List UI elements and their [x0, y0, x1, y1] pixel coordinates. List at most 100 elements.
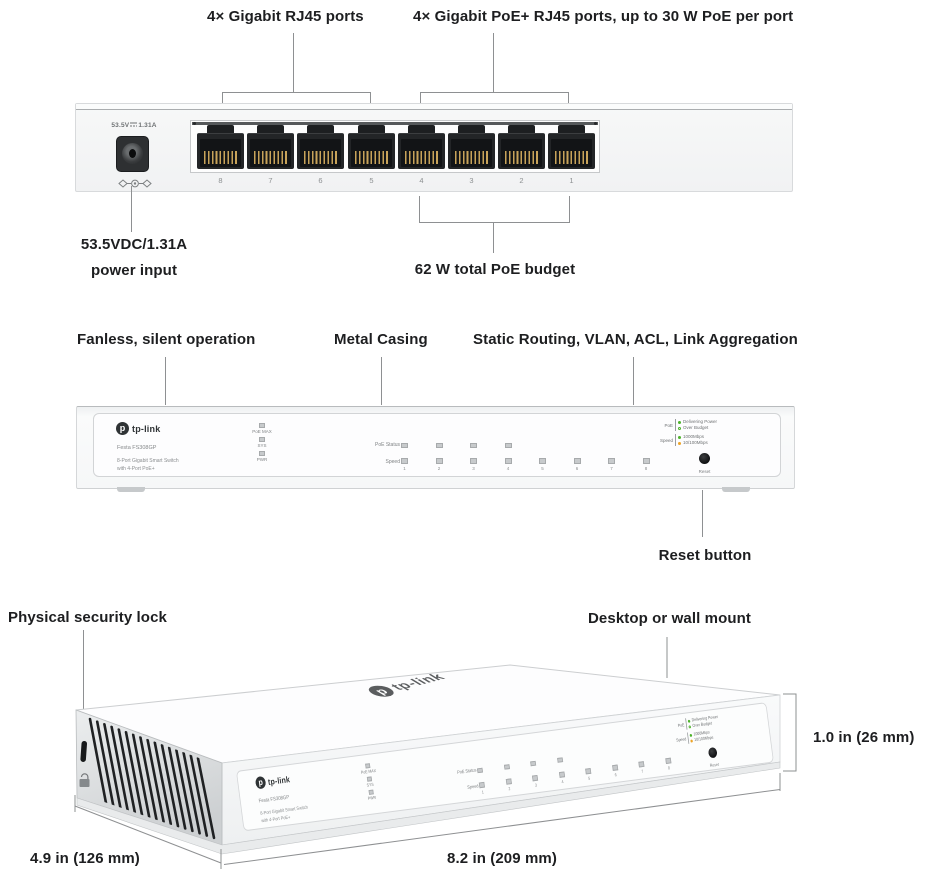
front-port-number: 6	[614, 772, 617, 778]
front-port-number: 3	[534, 782, 538, 788]
power-rating-label: 53.5V 1.31A	[94, 121, 174, 129]
leader-line-power	[131, 186, 132, 232]
legend-delivering: Delivering Power	[683, 419, 718, 424]
front-port-number: 5	[541, 466, 544, 471]
label-dim-height: 1.0 in (26 mm)	[813, 729, 915, 746]
rubber-foot	[722, 487, 750, 492]
rear-lid-edge	[76, 104, 792, 110]
poe-status-led	[504, 442, 512, 448]
speed-row-label: Speed	[466, 783, 479, 791]
poe-status-led	[503, 763, 510, 770]
rj45-port-3	[448, 125, 495, 169]
label-reset-button: Reset button	[658, 547, 752, 564]
pwr-label: PWR	[256, 457, 268, 462]
speed-led	[539, 458, 546, 464]
legend-overbudget: Over Budget	[683, 425, 709, 430]
rj45-port-8	[197, 125, 244, 169]
rubber-foot	[117, 487, 145, 492]
rear-port-number: 2	[519, 176, 524, 185]
front-panel: p tp-link Festa FS308GP 8-Port Gigabit S…	[93, 413, 781, 477]
screw-dot	[594, 122, 597, 125]
sys-led	[259, 437, 265, 442]
model-subtitle-1: 8-Port Gigabit Smart Switch	[117, 458, 179, 464]
poe-status-led	[556, 756, 563, 763]
dim-height-bracket	[783, 693, 797, 772]
brand-text: tp-link	[132, 423, 161, 434]
jack-hole	[129, 149, 136, 158]
dim-depth-line	[74, 805, 222, 864]
rear-port-number: 7	[268, 176, 273, 185]
legend-speed-label: Speed	[659, 437, 673, 443]
leader-line-reset	[702, 490, 703, 537]
green-led-icon	[678, 435, 681, 439]
model-name: Festa FS308GP	[117, 445, 157, 451]
dim-width-line	[223, 789, 781, 865]
rj45-port-4	[398, 125, 445, 169]
legend-10100: 10/100Mbps	[683, 440, 708, 445]
jack-ring	[122, 143, 143, 164]
yellow-led-icon	[690, 739, 693, 743]
system-led-column: PoE MAX SYS PWR	[352, 762, 388, 806]
poe-status-led	[401, 442, 408, 448]
label-wall-mount: Desktop or wall mount	[588, 610, 751, 627]
front-port-number: 1	[403, 466, 406, 471]
rj45-port-6	[297, 125, 344, 169]
poe-status-led	[530, 760, 537, 767]
poe-status-row-label: PoE Status	[456, 767, 477, 776]
leader-line	[493, 33, 494, 92]
rj45-port-5	[348, 125, 395, 169]
blink-green-led-icon	[688, 724, 692, 729]
front-port-number: 6	[575, 466, 579, 471]
legend-poe-label: PoE	[677, 721, 685, 728]
front-port-number: 8	[667, 765, 671, 771]
polarity-icon	[118, 179, 152, 188]
label-power-line1: 53.5VDC/1.31A	[80, 236, 188, 253]
label-security-lock: Physical security lock	[8, 609, 167, 626]
poe-status-led	[476, 767, 483, 774]
speed-led	[470, 458, 477, 464]
kensington-lock-slot	[80, 740, 88, 762]
yellow-led-icon	[678, 441, 681, 445]
label-dim-depth: 4.9 in (126 mm)	[30, 850, 140, 867]
tp-link-logo: p tp-link	[254, 773, 291, 790]
tp-link-logo-icon: p	[254, 775, 267, 790]
screw-dot	[193, 122, 196, 125]
rear-port-number: 3	[469, 176, 474, 185]
label-metal-casing: Metal Casing	[334, 331, 428, 348]
leader-line	[493, 222, 494, 253]
rj45-port-7	[247, 125, 294, 169]
power-rating-amps: 1.31A	[138, 122, 157, 129]
speed-led	[504, 458, 512, 464]
legend-10100: 10/100Mbps	[693, 734, 714, 743]
speed-led	[638, 761, 645, 768]
model-name: Festa FS308GP	[258, 794, 290, 805]
front-port-number: 8	[644, 466, 648, 471]
pwr-led	[368, 789, 374, 795]
front-port-number: 5	[587, 775, 591, 781]
power-rating-volts: 53.5V	[111, 122, 130, 129]
speed-led	[585, 768, 592, 774]
rear-port-number: 6	[318, 176, 323, 185]
reset-button[interactable]	[707, 746, 718, 759]
legend-1000: 1000Mbps	[683, 434, 705, 439]
poe-status-led	[435, 442, 443, 448]
front-port-number: 1	[481, 789, 485, 795]
speed-led	[435, 458, 443, 464]
label-poe-ports: 4× Gigabit PoE+ RJ45 ports, up to 30 W P…	[413, 8, 794, 25]
poe-max-led	[259, 423, 265, 428]
rear-port-number: 8	[218, 176, 223, 185]
label-poe-budget: 62 W total PoE budget	[414, 261, 576, 278]
front-port-number: 2	[437, 466, 441, 471]
led-legend: PoE Delivering Power Over Budget Speed 1…	[673, 711, 746, 748]
speed-led	[401, 458, 408, 464]
front-port-number: 3	[472, 466, 475, 471]
speed-led	[505, 778, 512, 785]
vent-slots	[88, 717, 216, 840]
poe-status-led	[470, 442, 477, 448]
leader-line	[293, 33, 294, 92]
label-dim-width: 8.2 in (209 mm)	[447, 850, 557, 867]
reset-button-label: Reset	[709, 761, 720, 768]
green-led-icon	[687, 719, 691, 723]
reset-button[interactable]	[699, 453, 710, 464]
poe-max-label: PoE MAX	[252, 429, 272, 434]
